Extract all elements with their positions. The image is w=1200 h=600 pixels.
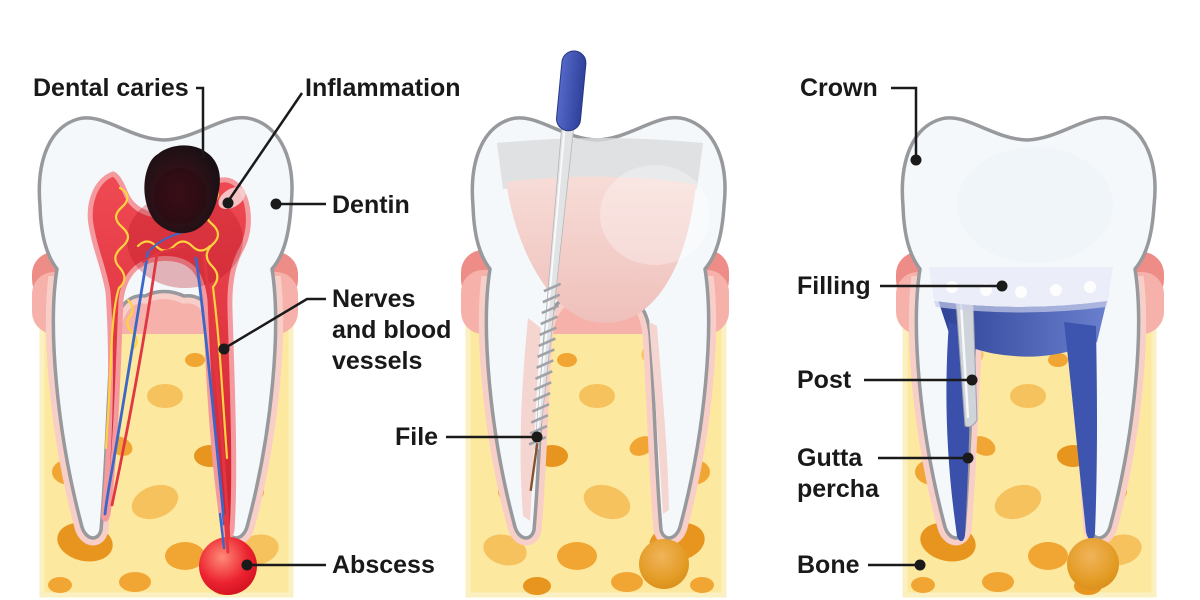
abscess-vessel-ends [218,512,230,554]
label-nerves-line2: and blood [332,316,452,344]
label-inflammation: Inflammation [305,74,461,102]
label-gutta-line2: percha [797,475,879,503]
label-abscess: Abscess [332,551,435,579]
enamel-highlight [600,165,710,265]
label-gutta-percha: Gutta percha [797,443,879,505]
root-canal-file [528,50,587,491]
label-dentin: Dentin [332,191,410,219]
label-post: Post [797,366,852,394]
blood-vessels [103,229,231,542]
label-nerves-line1: Nerves [332,285,416,313]
tooth-cleaning [470,50,727,540]
crown-shading [957,147,1113,263]
healing-ball-right [1067,538,1119,590]
label-gutta-line1: Gutta [797,444,863,472]
abscess-ball [199,537,257,595]
file-threads [528,282,562,446]
label-crown: Crown [800,74,878,102]
file-tip [529,443,539,491]
access-cavity [497,138,703,189]
filling-band [929,267,1113,313]
healing-ball-middle [639,539,689,589]
tooth-restored [900,115,1157,542]
label-file: File [395,423,439,451]
caries-spot [144,145,220,234]
label-dental-caries: Dental caries [33,74,189,102]
tooth-infected [37,115,294,542]
label-bone: Bone [797,551,860,579]
root-canal-right [649,322,669,514]
leader-lines [196,86,1001,567]
label-nerves-and-blood-vessels: Nerves and blood vessels [332,284,451,377]
label-filling: Filling [797,272,871,300]
file-handle [556,50,587,132]
leader-dots [218,154,1008,571]
root-canal-left [520,318,541,521]
label-nerves-line3: vessels [332,347,423,375]
post-rod [955,300,978,428]
